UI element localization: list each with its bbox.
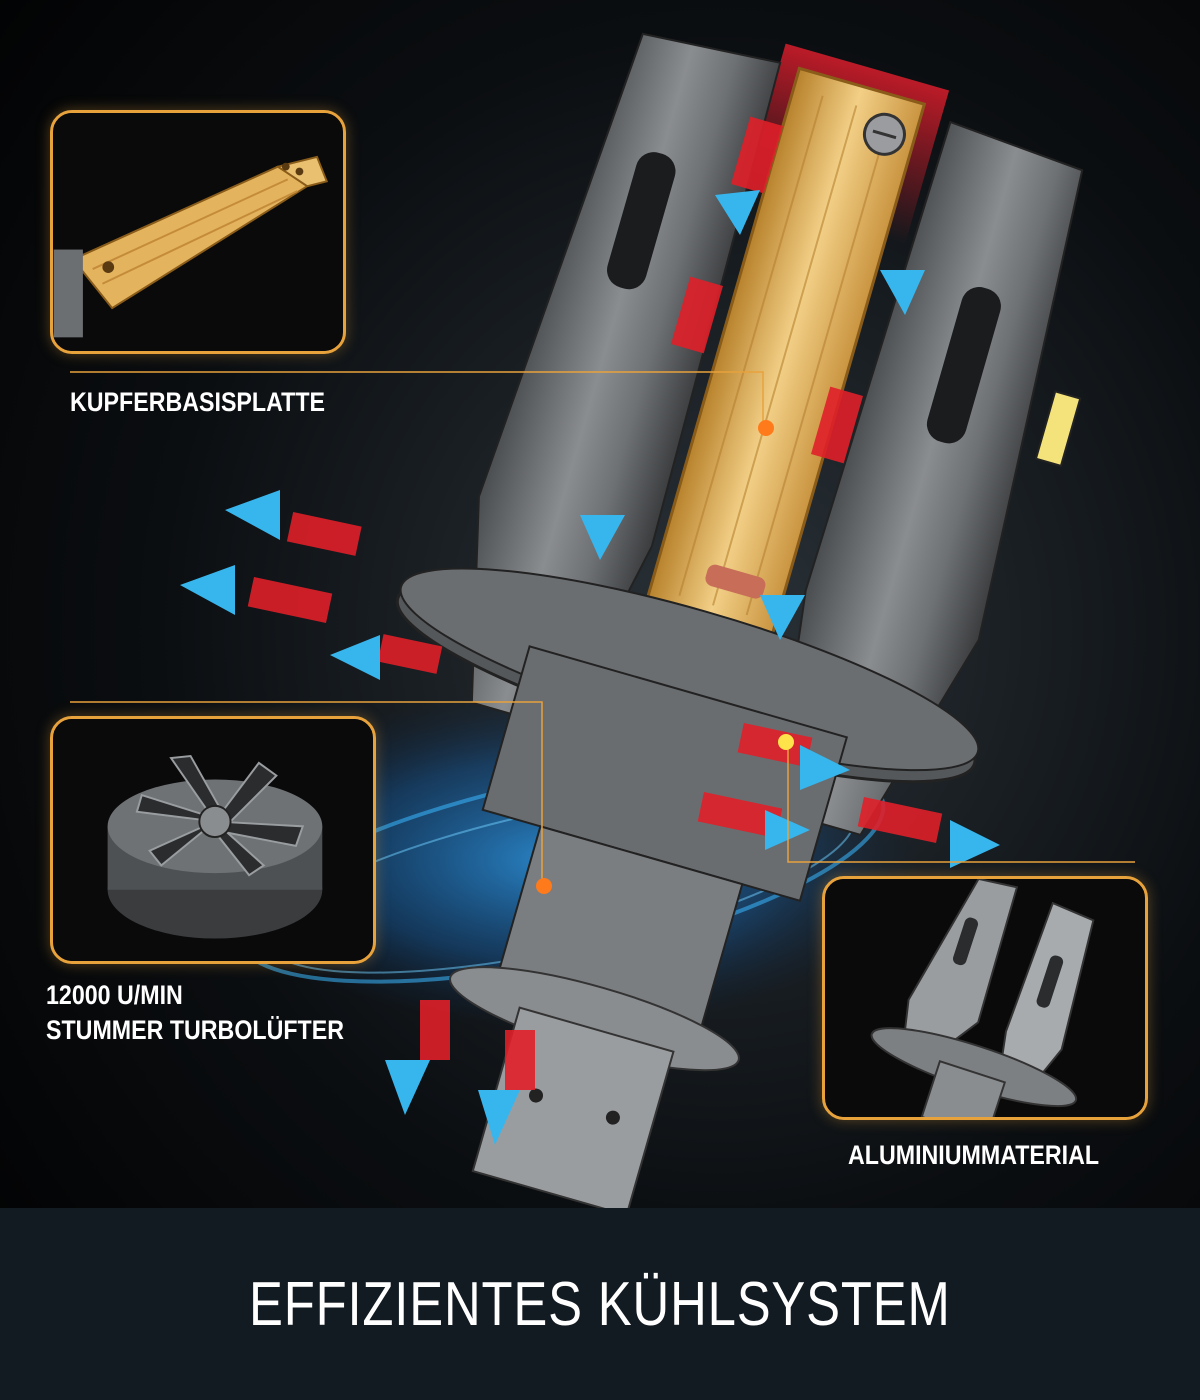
copper-marker-dot — [758, 420, 774, 436]
bulb-body — [395, 32, 1084, 1208]
alu-marker-dot — [778, 734, 794, 750]
copper-plate-icon — [53, 113, 343, 351]
copper-leader-line — [70, 371, 764, 428]
footer-title: EFFIZIENTES KÜHLSYSTEM — [249, 1269, 951, 1339]
rivet-icon — [705, 564, 766, 599]
copper-plate-inset — [50, 110, 346, 354]
copper-plate-label: KUPFERBASISPLATTE — [70, 387, 326, 417]
airflow-arrows — [180, 116, 1000, 1145]
fan-marker-dot — [536, 878, 552, 894]
aluminium-inset — [822, 876, 1148, 1120]
aluminium-bulb-icon — [826, 879, 1144, 1117]
led-bulb-cutaway-illustration — [70, 32, 1135, 1208]
fan-speed-text: 12000 U/MIN — [46, 980, 183, 1010]
fan-description-text: STUMMER TURBOLÜFTER — [46, 1015, 344, 1046]
led-chip — [1034, 390, 1082, 468]
turbo-fan-inset — [50, 716, 376, 964]
aluminium-label: ALUMINIUMMATERIAL — [848, 1140, 1100, 1170]
fan-leader-line — [70, 701, 543, 885]
footer-banner: EFFIZIENTES KÜHLSYSTEM — [0, 1208, 1200, 1400]
fan-label: 12000 U/MIN STUMMER TURBOLÜFTER — [46, 978, 344, 1048]
alu-leader-line — [787, 742, 1135, 863]
callout-lines — [70, 371, 1135, 885]
turbo-fan-icon — [53, 719, 373, 961]
